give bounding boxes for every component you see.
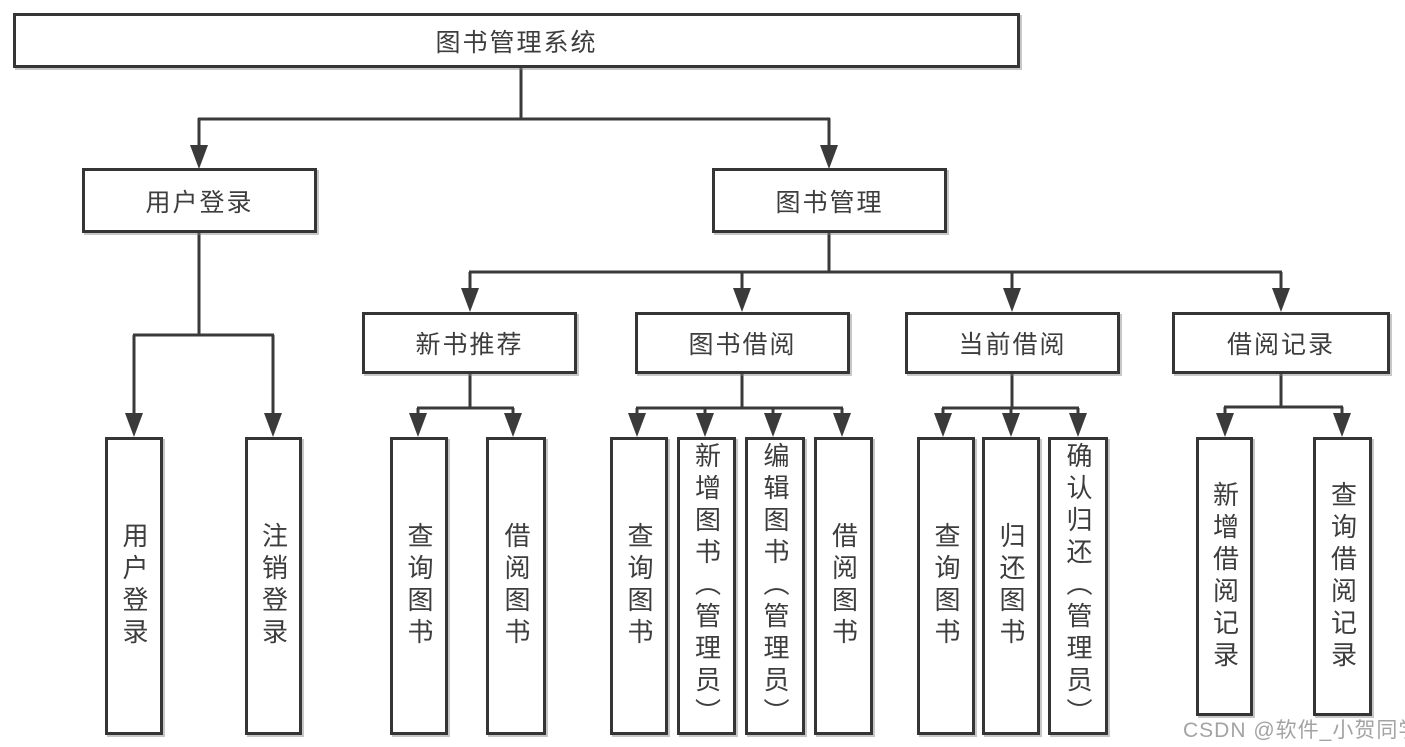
csdn-watermark: CSDN @软件_小贺同学	[1183, 719, 1405, 742]
leaf-current-query-book: 查询图书	[917, 437, 975, 735]
connector-line-segments	[132, 68, 1344, 417]
node-book-management: 图书管理	[712, 168, 947, 233]
leaf-new-book-query-book: 查询图书	[390, 437, 448, 735]
leaf-logout: 注销登录	[245, 437, 302, 735]
leaf-new-book-borrow-book: 借阅图书	[486, 437, 546, 735]
leaf-user-login: 用户登录	[105, 437, 163, 735]
leaf-add-borrow-record: 新增借阅记录	[1196, 437, 1253, 716]
node-borrowing-records: 借阅记录	[1172, 312, 1390, 374]
leaf-borrowing-borrow-book: 借阅图书	[814, 437, 873, 735]
leaf-edit-book-admin: 编辑图书（管理员）	[745, 437, 805, 735]
node-current-borrowing: 当前借阅	[905, 312, 1120, 374]
node-new-book-recommend: 新书推荐	[362, 312, 577, 374]
leaf-confirm-return-admin: 确认归还（管理员）	[1048, 437, 1108, 735]
leaf-query-borrow-record: 查询借阅记录	[1313, 437, 1372, 716]
leaf-add-book-admin: 新增图书（管理员）	[677, 437, 736, 735]
arrow-down-icons	[125, 145, 1351, 437]
node-user-login: 用户登录	[82, 168, 317, 233]
leaf-return-book: 归还图书	[982, 437, 1040, 735]
leaf-borrowing-query-book: 查询图书	[610, 437, 668, 735]
node-library-management-system: 图书管理系统	[13, 13, 1020, 68]
node-book-borrowing: 图书借阅	[635, 312, 850, 374]
